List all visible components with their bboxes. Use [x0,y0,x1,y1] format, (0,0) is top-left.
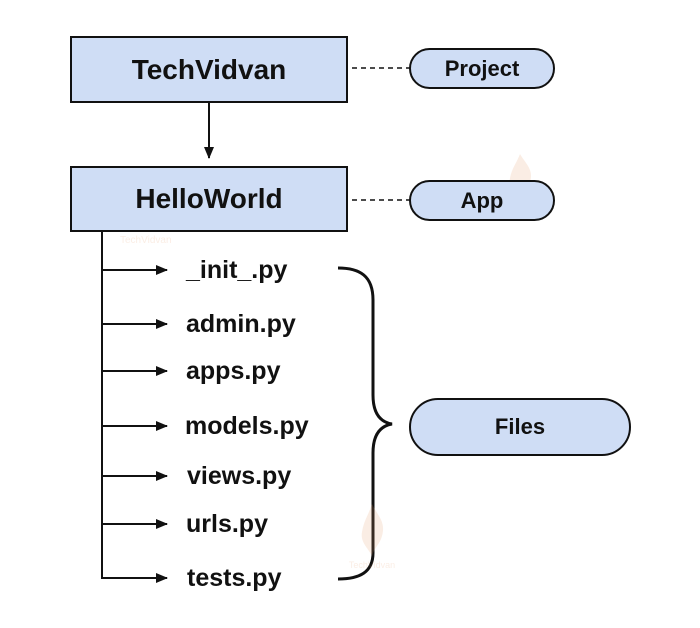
app-box-label: HelloWorld [135,183,283,214]
file-label: admin.py [186,310,296,338]
branch-arrows [101,265,168,583]
watermark-text: TechVidvan [120,235,172,246]
files-tag-label: Files [494,414,546,439]
file-label: urls.py [186,510,268,538]
file-label: tests.py [187,564,282,592]
file-label: models.py [185,412,309,440]
files-tag: Files [409,398,631,456]
project-tag-label: Project [444,55,520,81]
project-box-label: TechVidvan [131,53,287,85]
app-box: HelloWorld [70,166,348,232]
file-label: _init_.py [186,256,288,284]
project-box: TechVidvan [70,36,348,103]
watermark-logo-bottom: TechVidvan [349,504,395,570]
files-curly-brace [337,266,393,581]
file-label: apps.py [186,357,281,385]
app-tag-label: App [460,187,504,213]
svg-text:TechVidvan: TechVidvan [349,560,395,570]
file-label: views.py [187,462,292,490]
project-tag: Project [409,48,555,89]
app-tag: App [409,180,555,221]
